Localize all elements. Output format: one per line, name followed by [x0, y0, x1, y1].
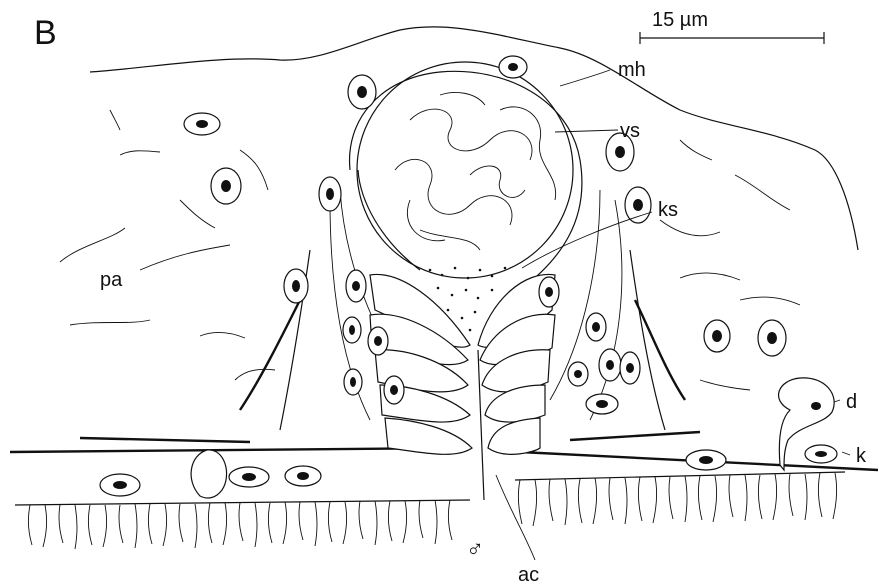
parenchyma-outline [90, 27, 858, 250]
cell [568, 362, 588, 386]
cell [211, 168, 241, 204]
label-vs: vs [620, 120, 640, 142]
cell [285, 466, 321, 486]
label-pa: pa [100, 269, 123, 291]
cell [620, 352, 640, 384]
cell [344, 369, 362, 395]
label-d: d [846, 391, 857, 413]
cell [539, 277, 559, 307]
cell [284, 269, 308, 303]
scale-bar-label: 15 µm [652, 9, 708, 31]
scale-bar: 15 µm [640, 9, 824, 44]
cell [704, 320, 730, 352]
cell [586, 313, 606, 341]
cell [758, 320, 786, 356]
cilia [28, 473, 836, 549]
cell [348, 75, 376, 109]
label-ac: ac [518, 564, 539, 586]
cell [229, 467, 269, 487]
left-gland-lobes [370, 274, 472, 454]
cell [346, 270, 366, 302]
cell [625, 187, 651, 223]
cell [319, 177, 341, 211]
cell [599, 349, 621, 381]
cell [100, 474, 140, 496]
cell [384, 376, 404, 404]
seminal-vesicle [357, 62, 573, 278]
cell [805, 445, 837, 463]
label-male-symbol: ♂ [466, 536, 484, 563]
antrum-canal [478, 350, 484, 500]
small-gland [191, 450, 226, 498]
label-ks: ks [658, 199, 678, 221]
cell [586, 394, 618, 414]
cell [368, 327, 388, 355]
cell [184, 113, 220, 135]
cell [686, 450, 726, 470]
panel-label: B [34, 14, 57, 52]
cell [499, 56, 527, 78]
cell [343, 317, 361, 343]
label-mh: mh [618, 59, 646, 81]
label-k: k [856, 445, 867, 467]
